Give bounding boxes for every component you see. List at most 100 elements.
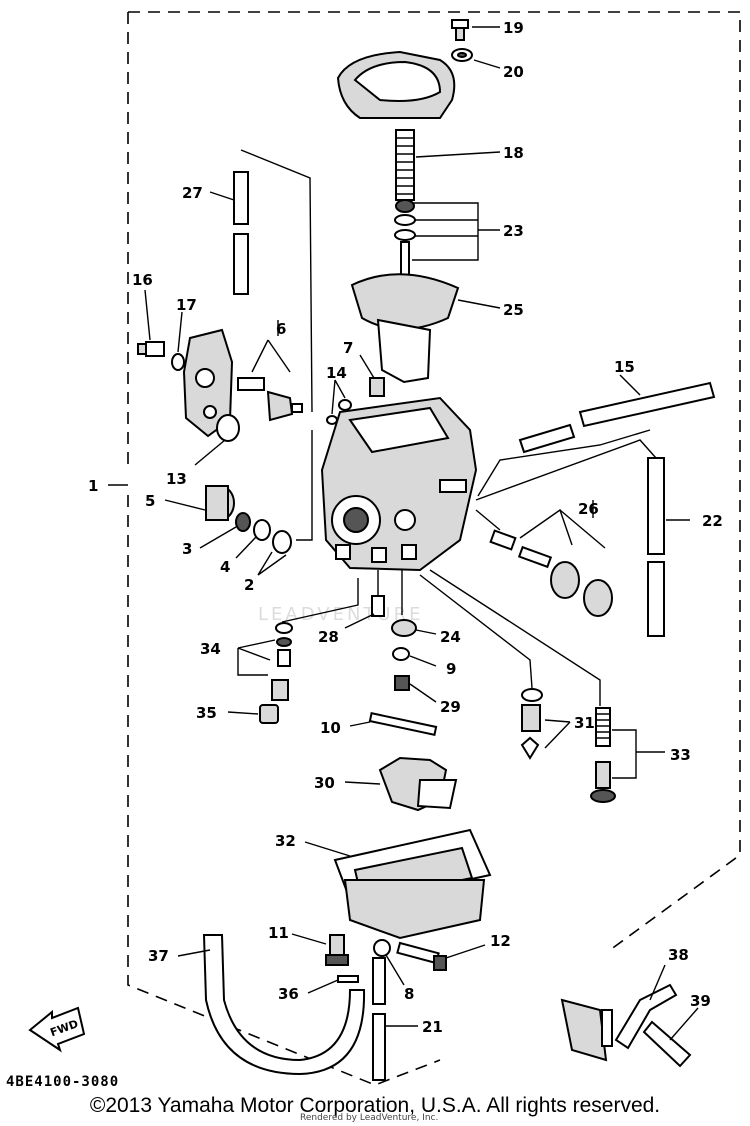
leader-line-31 — [544, 719, 571, 749]
hose-15 — [518, 381, 716, 454]
leader-line-11 — [291, 933, 327, 945]
leader-line-37 — [177, 949, 211, 957]
screw-7 — [369, 377, 385, 397]
bracket-line-34 — [281, 578, 359, 623]
pin-10 — [368, 712, 438, 736]
diagram-part-code: 4BE4100-3080 — [6, 1074, 120, 1090]
label-23: 23 — [503, 222, 524, 240]
spring-plunger-6 — [237, 377, 303, 422]
washer-20 — [451, 48, 473, 62]
leader-line-39 — [669, 1007, 699, 1041]
leader-line-10 — [349, 721, 371, 727]
label-27: 27 — [182, 184, 203, 202]
screw-19 — [451, 19, 469, 41]
label-30: 30 — [314, 774, 335, 792]
label-15: 15 — [614, 358, 635, 376]
assembly-boundary — [127, 11, 741, 1086]
label-39: 39 — [690, 992, 711, 1010]
leader-line-18 — [415, 151, 501, 158]
leader-line-17 — [177, 311, 183, 353]
float-30 — [378, 756, 458, 812]
label-31: 31 — [574, 714, 595, 732]
label-11: 11 — [268, 924, 289, 942]
label-18: 18 — [503, 144, 524, 162]
label-12: 12 — [490, 932, 511, 950]
fitting-8 — [373, 939, 391, 957]
label-16: 16 — [132, 271, 153, 289]
leader-line-3 — [199, 526, 237, 549]
cap-35 — [259, 704, 279, 724]
label-10: 10 — [320, 719, 341, 737]
label-9: 9 — [446, 660, 456, 678]
leader-line-24 — [415, 629, 437, 635]
hose-27 — [233, 171, 249, 295]
float-bowl-32 — [333, 828, 492, 940]
jet-29 — [394, 675, 410, 691]
leader-line-14 — [331, 379, 346, 415]
label-34: 34 — [200, 640, 221, 658]
bracket-line-31 — [419, 574, 533, 689]
leader-line-7 — [359, 354, 375, 379]
leader-line-12 — [445, 944, 486, 959]
rendered-by-text: Rendered by LeadVenture, Inc. — [300, 1113, 439, 1123]
hose-37 — [202, 934, 366, 1076]
pilot-screw-set-26 — [489, 529, 613, 617]
label-32: 32 — [275, 832, 296, 850]
leader-line-32 — [304, 841, 351, 857]
leader-line-38 — [649, 964, 666, 1001]
seal-2 — [272, 530, 292, 554]
hose-39 — [642, 1020, 692, 1068]
bracket-line-15 — [477, 429, 651, 497]
ring-4 — [253, 519, 271, 541]
label-35: 35 — [196, 704, 217, 722]
label-1: 1 — [88, 477, 98, 495]
leader-line-34 — [237, 639, 276, 676]
bracket-line-22 — [475, 439, 657, 501]
label-7: 7 — [343, 339, 353, 357]
leader-line-36 — [307, 979, 339, 994]
hose-21 — [372, 957, 386, 1081]
washer-set-34 — [271, 622, 293, 701]
label-36: 36 — [278, 985, 299, 1003]
leader-line-2 — [257, 551, 287, 576]
leader-line-9 — [409, 655, 437, 667]
label-5: 5 — [145, 492, 155, 510]
label-14: 14 — [326, 364, 347, 382]
label-3: 3 — [182, 540, 192, 558]
label-25: 25 — [503, 301, 524, 319]
label-19: 19 — [503, 19, 524, 37]
label-29: 29 — [440, 698, 461, 716]
main-jet-24 — [391, 619, 417, 637]
forward-arrow-icon: FWD — [28, 1006, 86, 1053]
label-8: 8 — [404, 985, 414, 1003]
label-6: 6 — [276, 320, 286, 338]
bracket-line-2 — [296, 430, 313, 541]
label-20: 20 — [503, 63, 524, 81]
leader-line-29 — [409, 683, 437, 703]
label-28: 28 — [318, 628, 339, 646]
diaphragm-piston-25 — [350, 273, 460, 384]
carburetor-body — [320, 396, 478, 572]
washer-9 — [392, 647, 410, 661]
leader-line-27 — [209, 191, 235, 201]
screw-11 — [325, 934, 349, 966]
leader-line-6 — [251, 320, 291, 373]
label-22: 22 — [702, 512, 723, 530]
hose-22 — [647, 457, 665, 637]
leader-line-13 — [194, 439, 226, 466]
leader-line-30 — [344, 781, 381, 785]
leader-line-28 — [344, 613, 375, 629]
clip-36 — [337, 975, 359, 983]
bracket-line-33 — [429, 569, 601, 706]
leader-line-25 — [457, 299, 501, 309]
spring-18 — [395, 129, 415, 201]
leader-line-16 — [144, 289, 151, 341]
leader-line-26 — [519, 500, 606, 549]
cap-5 — [205, 485, 235, 521]
label-13: 13 — [166, 470, 187, 488]
bracket-38 — [560, 983, 678, 1062]
leader-line-33 — [612, 729, 665, 779]
o-ring-13 — [216, 414, 240, 442]
